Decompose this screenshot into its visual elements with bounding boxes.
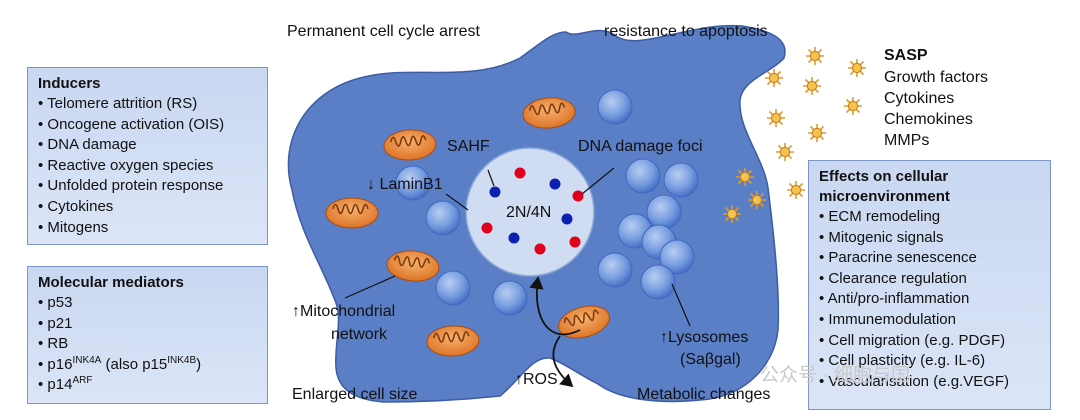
inducers-title: Inducers [38, 75, 101, 92]
label-ploidy: 2N/4N [506, 204, 552, 221]
nuclear-dots [481, 167, 584, 255]
mediators-title: Molecular mediators [38, 274, 184, 291]
effect-item: Paracrine senescence [819, 248, 1040, 269]
mediators-box: Molecular mediators p53 p21 RB p16INK4A … [27, 266, 268, 404]
sasp-item: Cytokines [884, 90, 955, 107]
mediator-item: p53 [38, 293, 257, 314]
label-lysosomes: ↑Lysosomes [660, 328, 748, 348]
mito-line1: Mitochondrial [300, 303, 396, 320]
label-sabgal: (Saβgal) [680, 351, 741, 368]
lysosome-icon [395, 89, 699, 316]
mediator-item: RB [38, 334, 257, 355]
up-arrow-icon: ↑ [660, 329, 668, 346]
effects-list: ECM remodeling Mitogenic signals Paracri… [819, 207, 1040, 392]
effect-item: Cell plasticity (e.g. IL-6) [819, 351, 1040, 372]
inducer-item: Unfolded protein response [38, 176, 257, 197]
sasp-item: Growth factors [884, 69, 989, 86]
label-laminb1: ↓ LaminB1 [367, 175, 443, 195]
inducer-item: Reactive oxygen species [38, 156, 257, 177]
p16-superscript: INK4A [72, 354, 102, 366]
nucleus [465, 147, 595, 277]
effect-item: Immunemodulation [819, 310, 1040, 331]
up-arrow-icon: ↑ [292, 303, 300, 320]
p15-superscript: INK4B [167, 354, 197, 366]
lyso-line1: Lysosomes [668, 329, 749, 346]
watermark: 公众号 · 细胞与国 [760, 365, 910, 386]
sasp-title: SASP [884, 47, 928, 64]
down-arrow-icon: ↓ [367, 176, 375, 193]
inducers-box: Inducers Telomere attrition (RS) Oncogen… [27, 67, 268, 245]
sasp-item: MMPs [884, 132, 930, 149]
label-cell-cycle-arrest: Permanent cell cycle arrest [287, 23, 480, 40]
label-metabolic-changes: Metabolic changes [637, 386, 771, 403]
inducer-item: Mitogens [38, 218, 257, 239]
label-sahf: SAHF [447, 138, 490, 155]
p14-superscript: ARF [72, 375, 93, 387]
effects-title-line1: Effects on cellular [819, 168, 949, 185]
effect-item: Vascularisation (e.g.VEGF) [819, 372, 1040, 393]
ros-text: ROS [523, 371, 558, 388]
p15-prefix: (also p15 [101, 355, 168, 373]
mediator-item: p14ARF [38, 375, 257, 396]
mediator-item: p16INK4A (also p15INK4B) [38, 355, 257, 376]
effect-item: Cell migration (e.g. PDGF) [819, 331, 1040, 352]
effects-title-line2: microenvironment [819, 188, 950, 205]
mediators-list: p53 p21 RB p16INK4A (also p15INK4B) p14A… [38, 293, 257, 396]
sasp-item: Chemokines [884, 111, 973, 128]
effect-item: Clearance regulation [819, 269, 1040, 290]
mediator-item: p21 [38, 314, 257, 335]
effect-item: Mitogenic signals [819, 228, 1040, 249]
label-mitochondrial-network: ↑Mitochondrial [292, 302, 395, 322]
effects-title: Effects on cellular microenvironment [819, 167, 1040, 207]
up-arrow-icon: ↑ [515, 371, 523, 388]
p16-label: p16 [47, 355, 73, 373]
p16-close: ) [196, 355, 202, 373]
effect-item: ECM remodeling [819, 207, 1040, 228]
laminb1-text: LaminB1 [379, 176, 443, 193]
p14-label: p14 [47, 376, 73, 394]
inducer-item: Telomere attrition (RS) [38, 94, 257, 115]
inducer-item: Cytokines [38, 197, 257, 218]
inducers-list: Telomere attrition (RS) Oncogene activat… [38, 94, 257, 238]
label-mito-network-line2: network [331, 326, 388, 343]
label-enlarged-cell: Enlarged cell size [292, 386, 418, 403]
label-ros: ↑ROS [515, 370, 558, 390]
label-apoptosis-resistance: resistance to apoptosis [604, 23, 768, 40]
label-dna-damage-foci: DNA damage foci [578, 138, 703, 155]
effect-item: Anti/pro-inflammation [819, 289, 1040, 310]
inducer-item: Oncogene activation (OIS) [38, 115, 257, 136]
inducer-item: DNA damage [38, 135, 257, 156]
effects-box: Effects on cellular microenvironment ECM … [808, 160, 1051, 410]
